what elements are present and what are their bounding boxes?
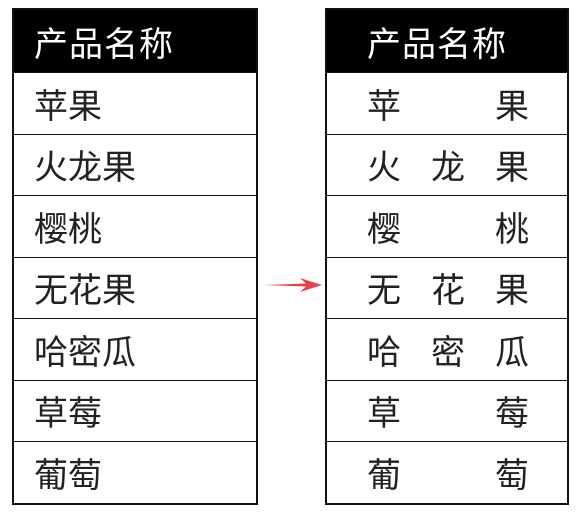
left-table-row: 苹果 [14, 72, 256, 134]
left-table-header: 产品名称 [14, 10, 256, 72]
right-table-row: 无花果 [327, 256, 567, 319]
left-header-label: 产品名称 [34, 24, 174, 65]
left-row-text: 草莓 [34, 394, 102, 435]
left-row-text: 无花果 [34, 271, 136, 312]
right-row-char: 果 [495, 271, 529, 312]
right-row-char: 樱 [367, 209, 401, 250]
right-header-label: 产品名称 [367, 24, 507, 65]
right-row-char: 果 [495, 86, 529, 127]
right-row-char: 龙 [431, 148, 465, 189]
right-row-char: 无 [367, 271, 401, 312]
left-row-text: 哈密瓜 [34, 332, 136, 373]
right-row-char: 火 [367, 148, 401, 189]
right-table-body: 苹果火龙果樱桃无花果哈密瓜草莓葡萄 [327, 72, 567, 503]
left-row-text: 樱桃 [34, 209, 102, 250]
left-row-text: 火龙果 [34, 148, 136, 189]
left-table-row: 草莓 [14, 379, 256, 442]
left-row-text: 苹果 [34, 86, 102, 127]
left-table-row: 葡萄 [14, 441, 256, 503]
left-table-row: 火龙果 [14, 133, 256, 196]
right-row-char: 桃 [495, 209, 529, 250]
right-arrow-icon [264, 278, 322, 292]
right-row-char: 花 [431, 271, 465, 312]
left-table: 产品名称 苹果 火龙果 樱桃 无花果 哈密瓜 草莓 葡萄 [12, 8, 258, 505]
right-table-row: 草莓 [327, 379, 567, 442]
right-row-char: 苹 [367, 86, 401, 127]
left-table-row: 樱桃 [14, 195, 256, 257]
right-table-header: 产品名称 [327, 10, 567, 72]
right-row-char: 瓜 [495, 332, 529, 373]
left-table-row: 哈密瓜 [14, 318, 256, 380]
right-row-char: 果 [495, 148, 529, 189]
right-table-row: 火龙果 [327, 133, 567, 196]
right-table-row: 苹果 [327, 72, 567, 134]
right-row-char: 草 [367, 394, 401, 435]
right-row-char: 葡 [367, 455, 401, 496]
left-table-row: 无花果 [14, 256, 256, 319]
left-row-text: 葡萄 [34, 455, 102, 496]
right-table-row: 葡萄 [327, 441, 567, 503]
right-row-char: 哈 [367, 332, 401, 373]
right-row-char: 萄 [495, 455, 529, 496]
right-row-char: 密 [431, 332, 465, 373]
right-table: 产品名称 苹果火龙果樱桃无花果哈密瓜草莓葡萄 [325, 8, 569, 505]
right-table-row: 哈密瓜 [327, 318, 567, 380]
right-table-row: 樱桃 [327, 195, 567, 257]
right-row-char: 莓 [495, 394, 529, 435]
